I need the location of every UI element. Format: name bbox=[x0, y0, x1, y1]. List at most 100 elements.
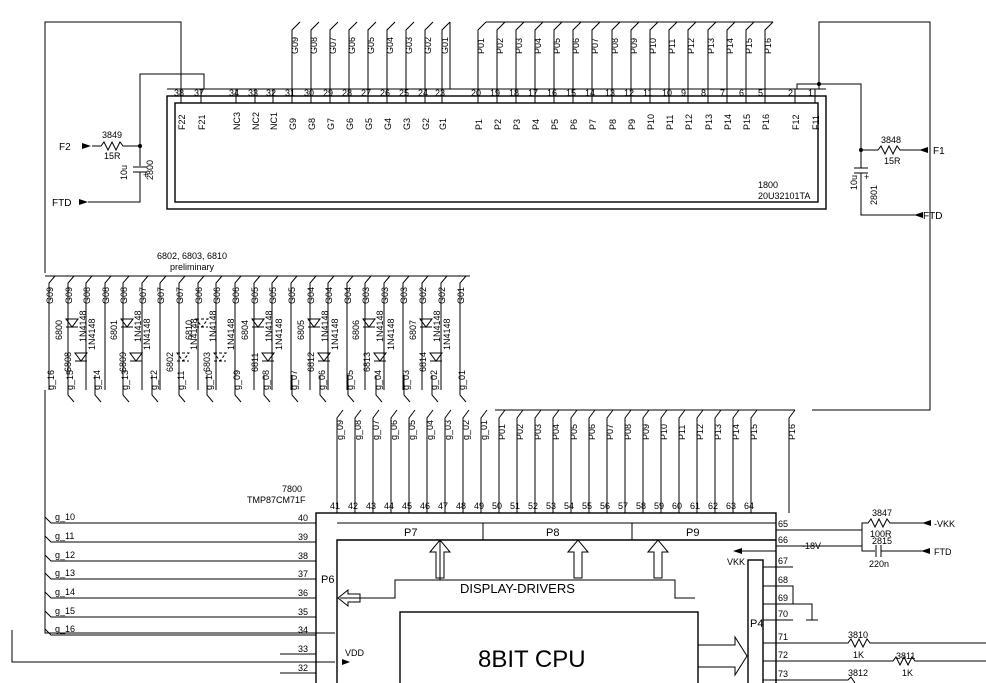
display-pin-num: 6 bbox=[739, 88, 744, 98]
display-pin-num: 38 bbox=[174, 88, 184, 98]
diode-top-label: G05 bbox=[250, 287, 260, 304]
display-seg-label: P15 bbox=[744, 38, 754, 54]
diode-ref-lower: 6802 bbox=[165, 352, 175, 372]
mcu-top-pin-num: 47 bbox=[438, 501, 448, 511]
mcu-top-pin-num: 62 bbox=[708, 501, 718, 511]
display-pin-num: 33 bbox=[248, 88, 258, 98]
display-grid-label: G06 bbox=[347, 37, 357, 54]
diode-top-label: G01 bbox=[456, 287, 466, 304]
r3847-ref: 3847 bbox=[872, 508, 892, 518]
mcu-top-wire-label: g_04 bbox=[425, 420, 435, 440]
diode-type-lower: 1N4148 bbox=[442, 318, 452, 350]
right-cap-ref: 2801 bbox=[869, 185, 879, 205]
right-cap-val: 10u bbox=[849, 175, 859, 190]
right-filament-circuit: 3848 15R F1 10u 2801 + FTD bbox=[796, 82, 945, 222]
outer-wiring bbox=[44, 21, 931, 634]
mcu-top-pin-num: 42 bbox=[348, 501, 358, 511]
display-pin-name: F22 bbox=[177, 114, 187, 130]
c2815-ref: 2815 bbox=[872, 536, 892, 546]
mcu-top-wire-label: P16 bbox=[787, 424, 797, 440]
mcu-left-pin-num: 39 bbox=[298, 532, 308, 542]
mcu-left-pin-num: 36 bbox=[298, 588, 308, 598]
display-pin-num: 11 bbox=[643, 88, 652, 98]
display-pin-name: G1 bbox=[438, 118, 448, 130]
diode-top-label: G06 bbox=[231, 287, 241, 304]
mcu-top-pin-num: 41 bbox=[330, 501, 340, 511]
mcu-top-wire-label: P03 bbox=[533, 424, 543, 440]
display-grid-label: G09 bbox=[290, 37, 300, 54]
display-seg-label: P08 bbox=[610, 38, 620, 54]
display-pin-name: P2 bbox=[493, 119, 503, 130]
left-ftd-label: FTD bbox=[52, 198, 71, 209]
display-pin-name: G4 bbox=[383, 118, 393, 130]
display-pin-name: P15 bbox=[742, 114, 752, 130]
right-ftd-label: FTD bbox=[923, 211, 942, 222]
diode-bottom-label: g_06 bbox=[317, 370, 327, 390]
diode-bottom-label: g_16 bbox=[46, 370, 56, 390]
diode-top-label: G05 bbox=[287, 287, 297, 304]
diode-ref-upper: 6805 bbox=[296, 320, 306, 340]
c2815-val: 220n bbox=[869, 559, 889, 569]
mcu-left-pin-num: 34 bbox=[298, 625, 308, 635]
display-seg-label: P06 bbox=[571, 38, 581, 54]
mcu-top-wire-label: g_03 bbox=[443, 420, 453, 440]
diode-bottom-label: g_05 bbox=[345, 370, 355, 390]
display-pin-name: F12 bbox=[791, 114, 801, 130]
display-pin-num: 14 bbox=[585, 88, 595, 98]
mcu-left-pin-num: 40 bbox=[298, 513, 308, 523]
diode-note-line1: 6802, 6803, 6810 bbox=[157, 251, 227, 261]
diode-type-upper: 1N4148 bbox=[133, 310, 143, 342]
left-f2-label: F2 bbox=[59, 142, 71, 153]
vdd-label: VDD bbox=[345, 648, 365, 658]
r3812-ref: 3812 bbox=[848, 668, 868, 678]
diode-bottom-label: g_14 bbox=[92, 370, 102, 390]
display-pin-num: 17 bbox=[528, 88, 538, 98]
port-p9: P9 bbox=[686, 527, 699, 539]
display-pin-name: G8 bbox=[307, 118, 317, 130]
left-cap-pol: + bbox=[143, 170, 148, 180]
diode-ref-lower: 6814 bbox=[418, 352, 428, 372]
display-seg-label: P13 bbox=[706, 38, 716, 54]
display-part: 20U32101TA bbox=[758, 191, 810, 201]
display-grid-label: G08 bbox=[309, 37, 319, 54]
mcu-top-pin-num: 43 bbox=[366, 501, 376, 511]
display-grid-label: G02 bbox=[423, 37, 433, 54]
diode-bottom-label: g_02 bbox=[429, 370, 439, 390]
display-pin-num: 16 bbox=[547, 88, 557, 98]
display-pin-name: P5 bbox=[550, 119, 560, 130]
display-pin-num: 2 bbox=[788, 88, 793, 98]
display-pin-name: F21 bbox=[197, 114, 207, 130]
mcu-top-wire-label: P04 bbox=[551, 424, 561, 440]
r3810-val: 1K bbox=[853, 650, 864, 660]
display-seg-label: P03 bbox=[514, 38, 524, 54]
display-pin-name: P11 bbox=[665, 115, 675, 130]
left-res-ref: 3849 bbox=[102, 130, 122, 140]
diode-ref-lower: 6803 bbox=[202, 352, 212, 372]
left-filament-circuit: F2 3849 15R 10u 2800 + FTD bbox=[52, 73, 205, 209]
mcu-right-pin-num: 69 bbox=[778, 593, 788, 603]
mcu-top-wire-label: g_07 bbox=[371, 420, 381, 440]
mcu-top-pin-num: 48 bbox=[456, 501, 466, 511]
display-seg-label: P09 bbox=[629, 38, 639, 54]
mcu-right-pin-num: 66 bbox=[778, 535, 788, 545]
display-pin-name: P8 bbox=[608, 119, 618, 130]
display-pin-num: 20 bbox=[471, 88, 481, 98]
mcu-top-wire-label: P05 bbox=[569, 424, 579, 440]
diode-top-label: G03 bbox=[361, 287, 371, 304]
diode-ref-upper: 6806 bbox=[351, 320, 361, 340]
display-pins: 38F2237F2134NC333NC232NC131G930G829G728G… bbox=[167, 88, 826, 130]
display-pin-name: P12 bbox=[684, 114, 694, 130]
display-seg-label: P07 bbox=[590, 38, 600, 54]
display-pin-num: 5 bbox=[758, 88, 763, 98]
mcu-top-wire-label: P09 bbox=[641, 424, 651, 440]
display-pin-num: 7 bbox=[720, 88, 725, 98]
mcu-top-pin-num: 55 bbox=[582, 501, 592, 511]
diode-type-upper: 1N4148 bbox=[320, 310, 330, 342]
left-cap-val: 10u bbox=[119, 165, 129, 180]
mcu-top-wire-label: P02 bbox=[515, 424, 525, 440]
